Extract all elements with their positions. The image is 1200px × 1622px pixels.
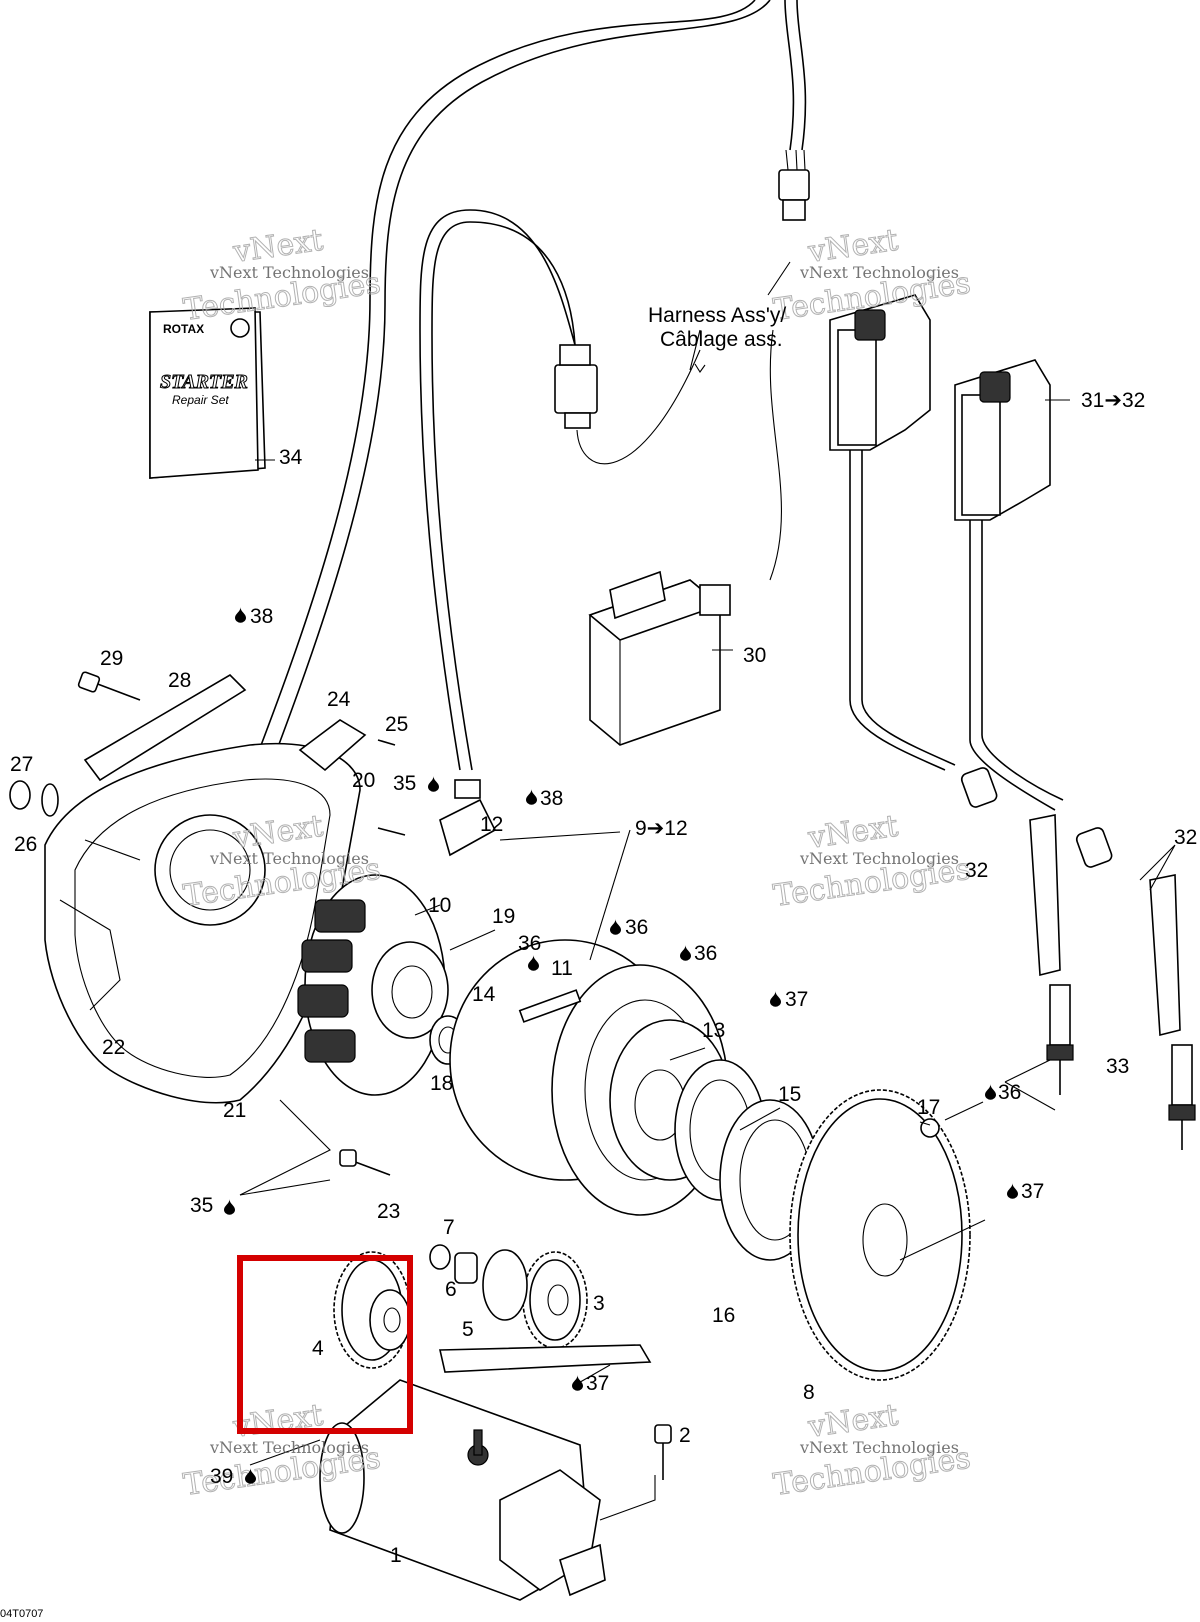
callout-35-top: 35 xyxy=(393,772,416,795)
callout-4: 4 xyxy=(312,1337,324,1360)
svg-text:vNext Technologies: vNext Technologies xyxy=(209,263,369,282)
callout-29: 29 xyxy=(100,647,123,670)
nut-17 xyxy=(920,1118,940,1138)
callout-34: 34 xyxy=(279,446,303,469)
harness-label-fr: Câblage ass. xyxy=(660,328,783,351)
callout-5: 5 xyxy=(462,1318,474,1341)
connector-top xyxy=(778,149,810,221)
callout-33: 33 xyxy=(1106,1055,1129,1078)
svg-text:vNext Technologies: vNext Technologies xyxy=(799,849,959,868)
double-gear-4 xyxy=(333,1251,411,1369)
callout-8: 8 xyxy=(803,1381,815,1404)
callout-19: 19 xyxy=(492,905,515,928)
callout-38-mid: 38 xyxy=(540,787,563,810)
callout-30: 30 xyxy=(743,644,766,667)
callout-7: 7 xyxy=(443,1216,455,1239)
callout-26: 26 xyxy=(14,833,37,856)
callout-21: 21 xyxy=(223,1099,246,1122)
callout-16: 16 xyxy=(712,1304,735,1327)
callout-15: 15 xyxy=(778,1083,801,1106)
svg-text:vNext Technologies: vNext Technologies xyxy=(799,1438,959,1457)
callout-36-b: 36 xyxy=(518,932,541,955)
trigger-coil-12 xyxy=(439,779,497,857)
callout-32-mid: 32 xyxy=(965,859,988,882)
leader-lines xyxy=(239,261,1176,1521)
callout-36-a: 36 xyxy=(625,916,648,939)
callout-1: 1 xyxy=(390,1544,402,1567)
callout-39: 39 xyxy=(210,1465,233,1488)
spark-plugs xyxy=(1046,984,1196,1150)
watermark-top-left: vNext vNext Technologies Technologies xyxy=(181,222,383,328)
ignition-coil-2 xyxy=(954,359,1064,811)
gear-3 xyxy=(522,1251,588,1349)
callout-27: 27 xyxy=(10,753,33,776)
svg-text:vNext Technologies: vNext Technologies xyxy=(799,263,959,282)
callout-36-d: 36 xyxy=(998,1081,1021,1104)
washer-7 xyxy=(429,1244,451,1270)
callout-28: 28 xyxy=(168,669,191,692)
repair-set-booklet: ROTAX STARTER Repair Set xyxy=(149,307,266,479)
svg-text:vNext Technologies: vNext Technologies xyxy=(209,849,369,868)
callout-32-right: 32 xyxy=(1174,826,1197,849)
starter-motor xyxy=(319,1379,606,1601)
watermark-bottom-right: vNext vNext Technologies Technologies xyxy=(771,1397,973,1503)
callout-22: 22 xyxy=(102,1036,125,1059)
booklet-title: STARTER xyxy=(160,371,248,393)
callout-labels: 1 2 3 4 5 6 7 8 9➔12 10 11 12 13 14 15 1… xyxy=(10,389,1197,1567)
callout-11: 11 xyxy=(551,957,573,980)
connector-mid xyxy=(554,344,598,429)
callout-31-32: 31➔32 xyxy=(1081,389,1145,412)
harness-label-en: Harness Ass'y/ xyxy=(648,304,786,327)
callout-35-bottom: 35 xyxy=(190,1194,213,1217)
callout-3: 3 xyxy=(593,1292,605,1315)
callout-36-c: 36 xyxy=(694,942,717,965)
washer-5 xyxy=(482,1249,528,1321)
bushing-6 xyxy=(454,1252,478,1284)
callout-38-top: 38 xyxy=(250,605,273,628)
crankcase-cover xyxy=(44,742,361,1104)
callout-2: 2 xyxy=(679,1424,691,1447)
callout-17: 17 xyxy=(917,1096,940,1119)
bracket-28 xyxy=(83,673,247,782)
bolt-2 xyxy=(654,1424,672,1480)
bolt-29 xyxy=(77,671,141,701)
watermark-top-right: vNext vNext Technologies Technologies xyxy=(771,222,973,328)
cdi-module xyxy=(588,570,731,746)
spark-plug-caps xyxy=(960,767,1181,1037)
stator xyxy=(297,874,449,1096)
booklet-subtitle: Repair Set xyxy=(172,393,229,407)
callout-6: 6 xyxy=(445,1278,457,1301)
ignition-coil-1 xyxy=(829,294,956,771)
callout-20: 20 xyxy=(352,769,375,792)
callout-25: 25 xyxy=(385,713,408,736)
wire-harness xyxy=(239,0,807,806)
callout-13: 13 xyxy=(702,1019,725,1042)
callout-37-a: 37 xyxy=(785,988,808,1011)
shaft xyxy=(439,1344,652,1373)
callout-37-b: 37 xyxy=(1021,1180,1044,1203)
callout-18: 18 xyxy=(430,1072,453,1095)
callout-24: 24 xyxy=(327,688,351,711)
ring-gear xyxy=(789,1089,971,1381)
callout-37-c: 37 xyxy=(586,1372,609,1395)
svg-text:vNext Technologies: vNext Technologies xyxy=(209,1438,369,1457)
cover-24 xyxy=(298,719,367,772)
callout-12: 12 xyxy=(480,813,503,836)
booklet-brand: ROTAX xyxy=(163,322,204,336)
callout-23: 23 xyxy=(377,1200,400,1223)
drawing-code: 04T0707 xyxy=(0,1608,43,1620)
plug-27 xyxy=(9,780,59,817)
watermark-mid-right: vNext vNext Technologies Technologies xyxy=(771,808,973,914)
callout-9-12: 9➔12 xyxy=(635,817,688,840)
callout-14: 14 xyxy=(472,983,496,1006)
highlight-box xyxy=(237,1255,413,1434)
callout-10: 10 xyxy=(428,894,451,917)
